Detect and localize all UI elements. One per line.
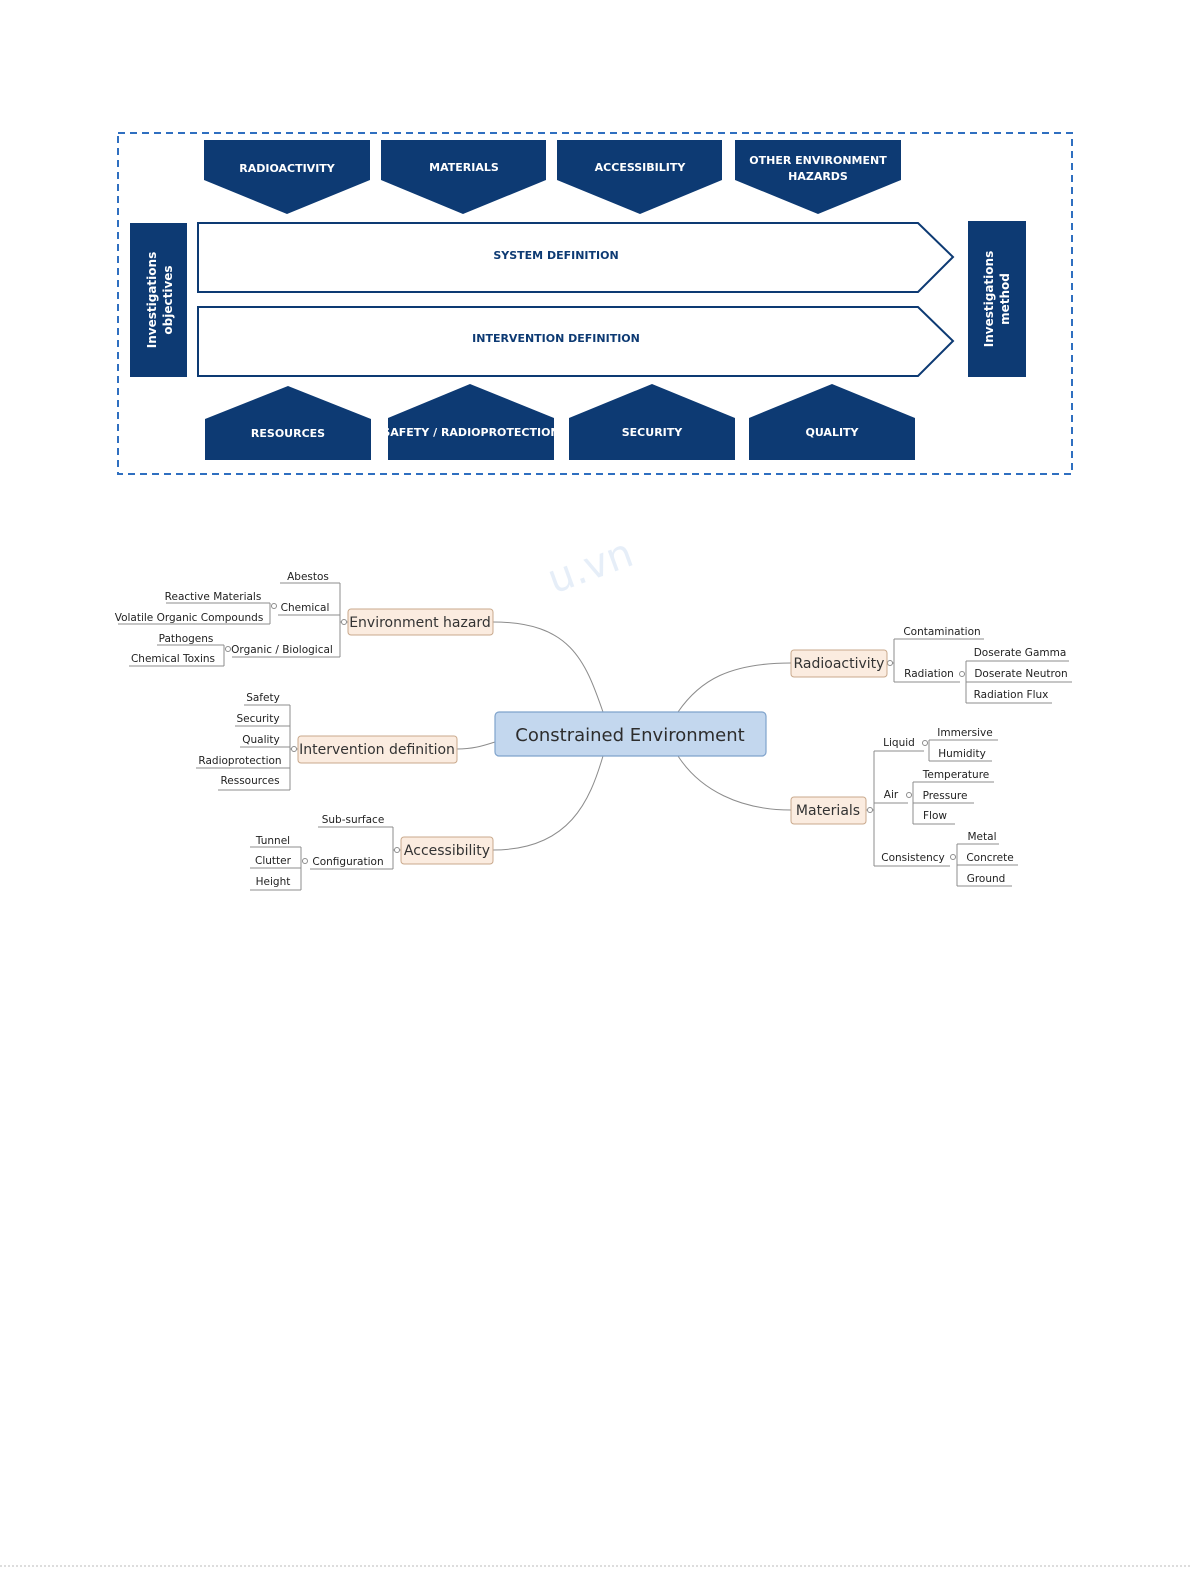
top-box-accessibility: [557, 140, 722, 214]
leaf-sub-surface: Sub-surface: [322, 814, 385, 826]
right-side-box: [968, 221, 1026, 377]
bottom-box-safety: [388, 384, 554, 460]
top-box-other-hazards-label-2: HAZARDS: [788, 170, 848, 183]
leaf-concrete: Concrete: [966, 852, 1013, 864]
bar-system-definition: [197, 222, 955, 293]
bottom-box-quality-label: QUALITY: [805, 426, 859, 439]
node-dot: [922, 740, 928, 746]
top-box-radioactivity: [204, 140, 370, 214]
bottom-box-quality: [749, 384, 915, 460]
leaf-chemical-toxins: Chemical Toxins: [131, 653, 215, 665]
branch-intervention-definition: [297, 735, 458, 764]
mind-map-nodes: Constrained Environment Environment haza…: [297, 608, 888, 865]
leaf-contamination: Contamination: [903, 626, 980, 638]
node-dot: [291, 746, 297, 752]
branch-intervention-definition-label: Intervention definition: [299, 742, 455, 758]
right-side-label-2: method: [998, 273, 1012, 325]
leaf-liquid: Liquid: [883, 737, 915, 749]
bar-system-definition-label: SYSTEM DEFINITION: [493, 249, 618, 262]
node-dot: [906, 792, 912, 798]
branch-accessibility-label: Accessibility: [404, 843, 490, 859]
leaf-volatile-organic-compounds: Volatile Organic Compounds: [115, 612, 264, 624]
bottom-box-resources-label: RESOURCES: [251, 427, 325, 440]
leaf-pressure: Pressure: [923, 790, 968, 802]
leaf-chemical: Chemical: [281, 602, 330, 614]
connector-root-materials: [677, 755, 792, 811]
leaf-clutter: Clutter: [255, 855, 292, 867]
leaf-air: Air: [884, 789, 899, 801]
leaf-configuration: Configuration: [312, 856, 383, 868]
leaf-immersive: Immersive: [937, 727, 992, 739]
bottom-box-safety-label: SAFETY / RADIOPROTECTION: [382, 426, 559, 439]
connector-root-environment-hazard: [492, 621, 604, 713]
bottom-box-resources: [205, 386, 371, 460]
node-dot: [271, 603, 277, 609]
leaf-radioprotection: Radioprotection: [198, 755, 281, 767]
node-dot: [950, 854, 956, 860]
top-box-other-hazards: [735, 140, 901, 214]
left-side-label-1: Investigations: [145, 252, 159, 348]
leaf-reactive-materials: Reactive Materials: [165, 591, 262, 603]
leaf-organic-biological: Organic / Biological: [231, 644, 333, 656]
root-node: [494, 711, 767, 757]
leaf-doserate-gamma: Doserate Gamma: [974, 647, 1067, 659]
leaf-humidity: Humidity: [938, 748, 986, 760]
left-side-box: [130, 223, 187, 377]
node-dot: [959, 671, 965, 677]
leaf-doserate-neutron: Doserate Neutron: [974, 668, 1067, 680]
leaf-height: Height: [256, 876, 291, 888]
node-dot: [887, 660, 893, 666]
bar-intervention-definition: [197, 306, 955, 377]
bar-intervention-definition-label: INTERVENTION DEFINITION: [472, 332, 640, 345]
connector-root-intervention: [456, 741, 496, 750]
branch-radioactivity-label: Radioactivity: [794, 656, 885, 672]
top-box-materials-label: MATERIALS: [429, 161, 499, 174]
leaf-ressources: Ressources: [220, 775, 279, 787]
bottom-box-security-label: SECURITY: [622, 426, 684, 439]
leaf-quality: Quality: [242, 734, 280, 746]
leaf-consistency: Consistency: [881, 852, 945, 864]
top-box-accessibility-label: ACCESSIBILITY: [595, 161, 687, 174]
node-dot: [394, 847, 400, 853]
leaf-pathogens: Pathogens: [159, 633, 214, 645]
watermark: u.vn: [542, 530, 640, 603]
top-box-other-hazards-label-1: OTHER ENVIRONMENT: [749, 154, 887, 167]
root-node-label: Constrained Environment: [515, 725, 744, 746]
left-side-label-2: objectives: [161, 265, 175, 334]
branch-materials: [790, 796, 867, 825]
node-dot: [341, 619, 347, 625]
branch-environment-hazard-label: Environment hazard: [349, 615, 491, 631]
leaf-tunnel: Tunnel: [255, 835, 290, 847]
leaf-abestos: Abestos: [287, 571, 329, 583]
branch-environment-hazard: [347, 608, 494, 636]
leaf-ground: Ground: [967, 873, 1006, 885]
framework-diagram: RADIOACTIVITY MATERIALS ACCESSIBILITY OT…: [117, 132, 1073, 475]
mind-map-leaves: Abestos Chemical Reactive Materials Vola…: [115, 571, 1068, 888]
leaf-radiation-flux: Radiation Flux: [974, 689, 1049, 701]
mind-map: [118, 582, 1072, 891]
leaf-radiation: Radiation: [904, 668, 954, 680]
node-dot: [867, 807, 873, 813]
leaf-temperature: Temperature: [922, 769, 990, 781]
leaf-safety: Safety: [246, 692, 280, 704]
connector-root-radioactivity: [677, 662, 792, 713]
leaf-metal: Metal: [968, 831, 997, 843]
right-side-label-1: Investigations: [982, 251, 996, 347]
node-dot: [225, 646, 231, 652]
leaf-security: Security: [236, 713, 279, 725]
branch-radioactivity: [790, 649, 888, 678]
leaf-flow: Flow: [923, 810, 947, 822]
top-box-materials: [381, 140, 546, 214]
top-box-radioactivity-label: RADIOACTIVITY: [239, 162, 336, 175]
branch-accessibility: [400, 836, 494, 865]
connector-root-accessibility: [492, 755, 604, 851]
branch-materials-label: Materials: [796, 803, 860, 819]
node-dot: [302, 858, 308, 864]
bottom-box-security: [569, 384, 735, 460]
